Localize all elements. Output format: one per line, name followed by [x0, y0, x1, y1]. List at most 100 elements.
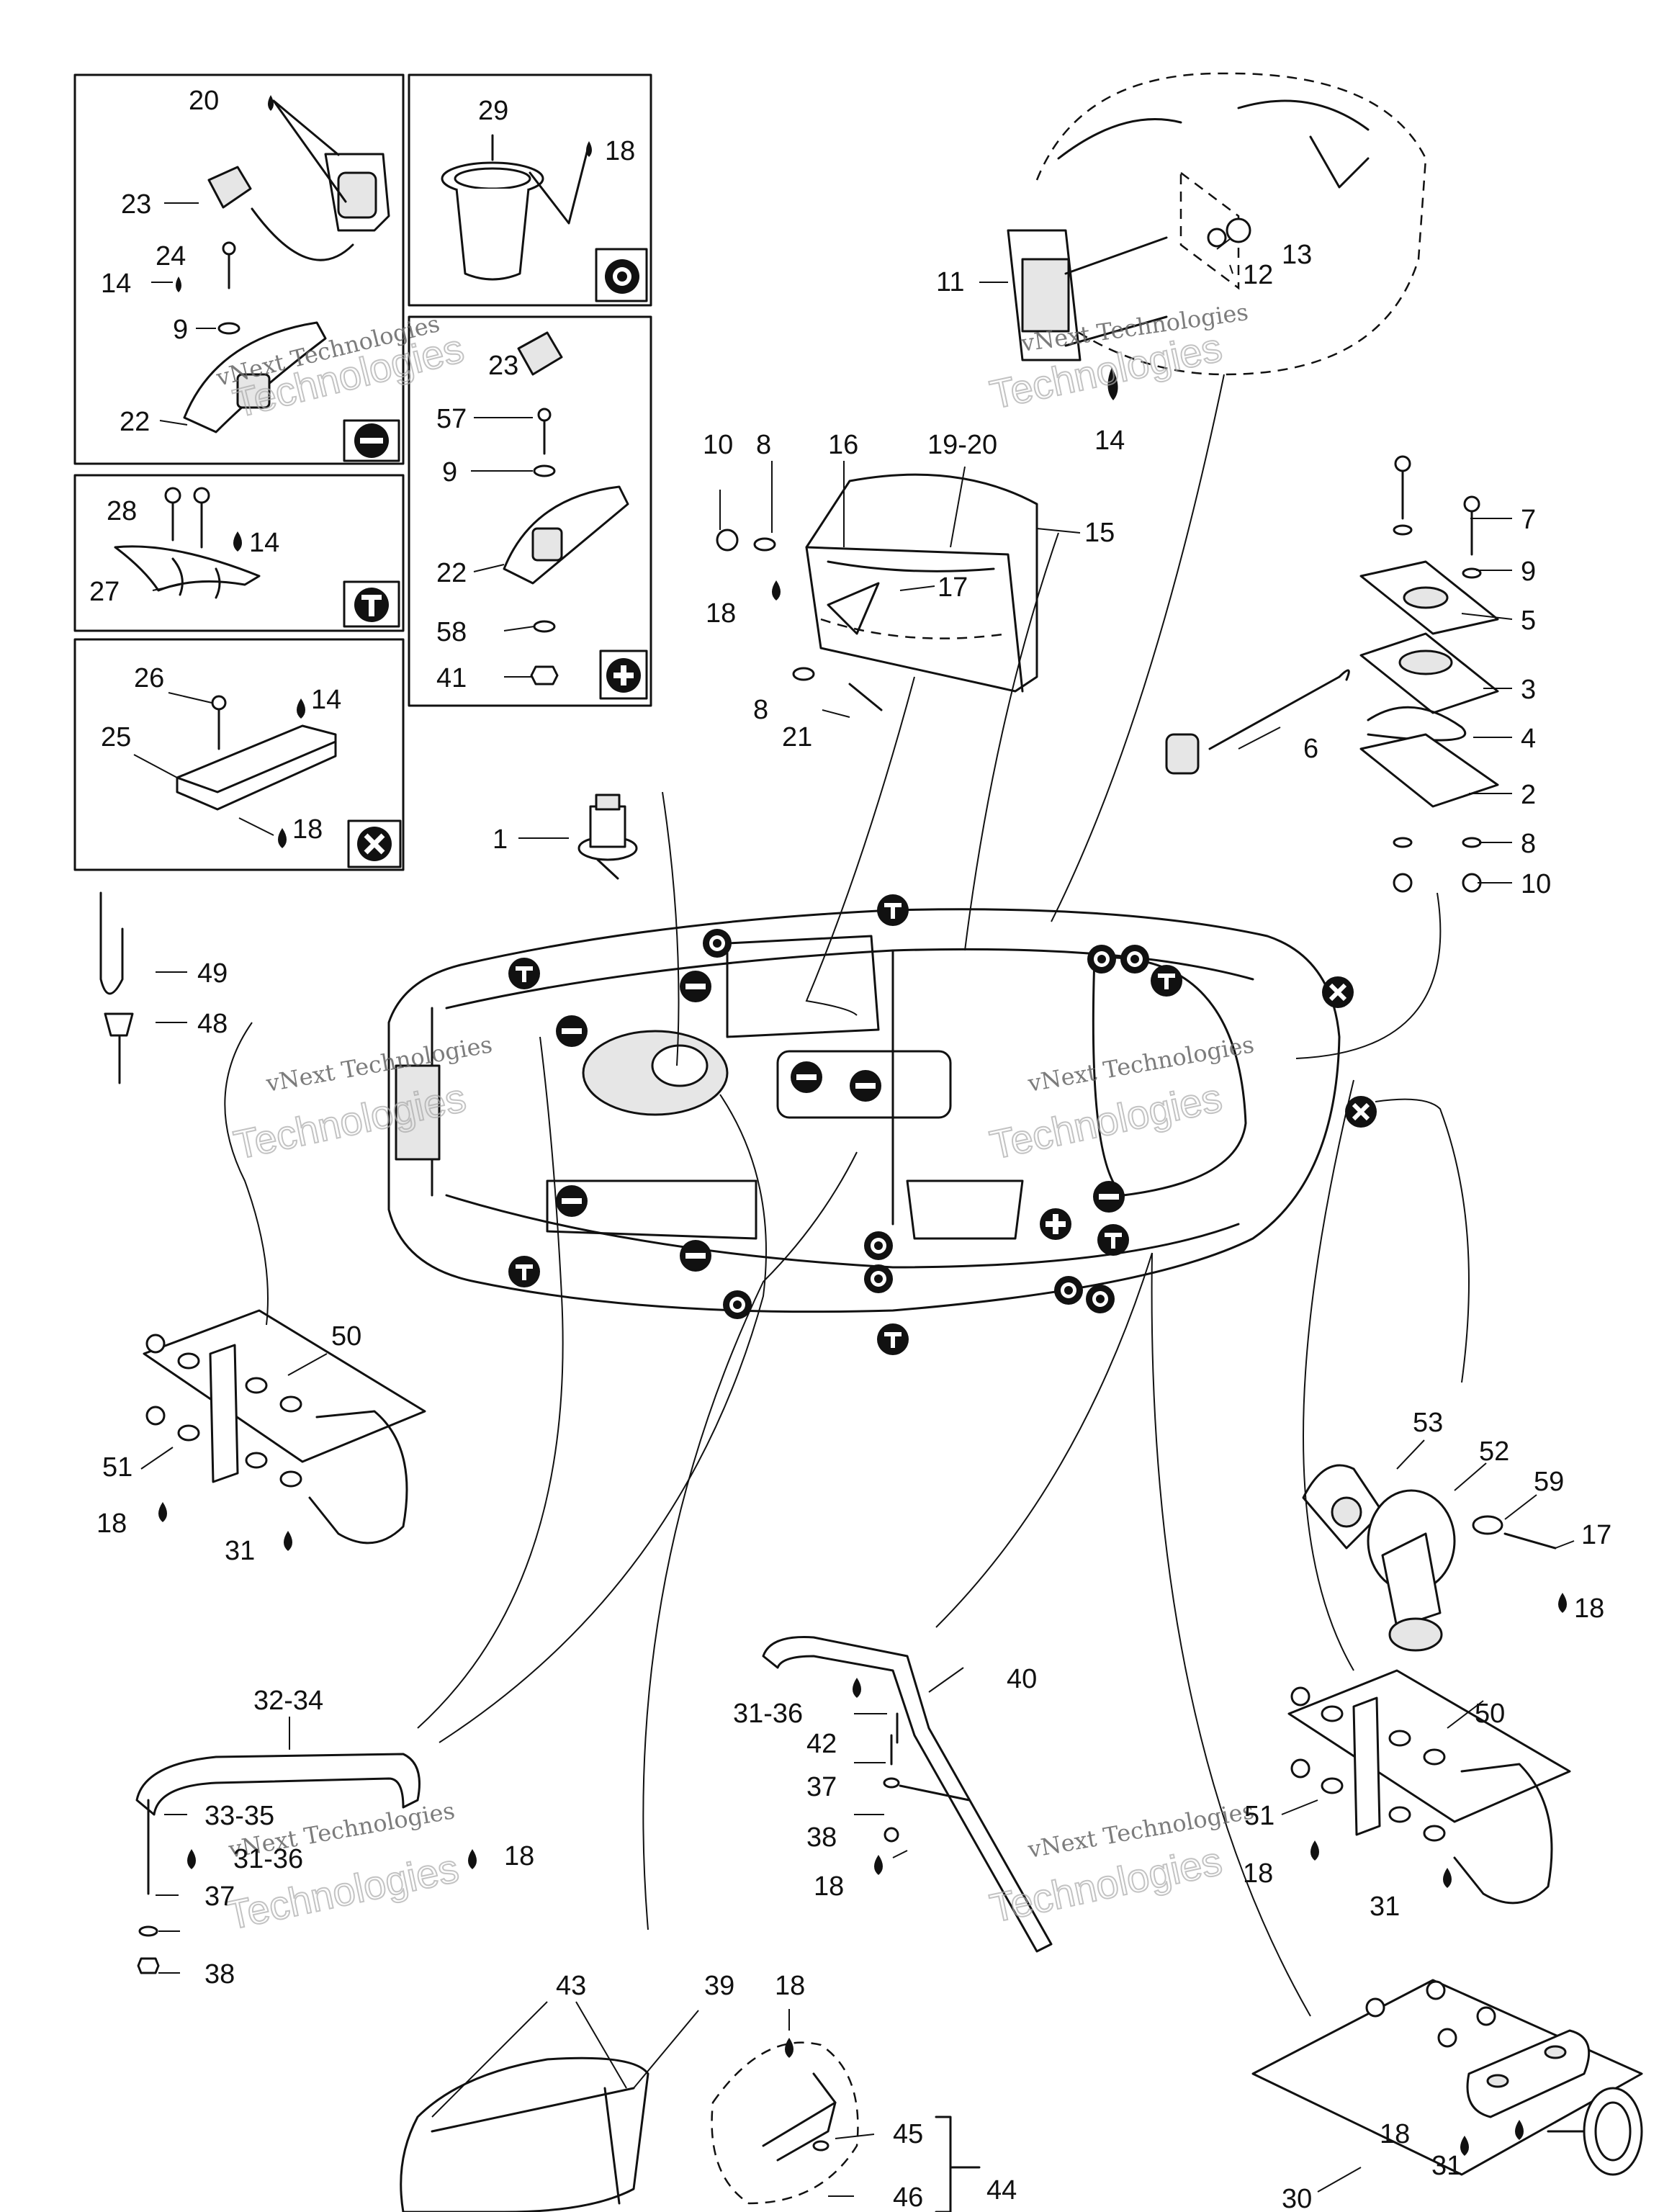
callout-15: 15 [1084, 518, 1115, 548]
target-icon [1120, 945, 1149, 974]
inset-panel-t [73, 474, 405, 632]
callout-10: 10 [703, 430, 733, 460]
callout-42: 42 [806, 1729, 837, 1759]
plus-icon [1040, 1208, 1071, 1240]
grab-handle-right [762, 1636, 1053, 1953]
callout-4: 4 [1521, 724, 1536, 754]
callout-29: 29 [478, 96, 508, 126]
callout-59: 59 [1534, 1467, 1564, 1497]
callout-37: 37 [806, 1772, 837, 1802]
callout-14: 14 [101, 269, 131, 299]
adhesive-drop-icon [874, 1855, 883, 1875]
adhesive-drop-icon [176, 276, 181, 292]
glovebox-assembly [716, 473, 1038, 711]
t-icon [508, 1256, 540, 1287]
inset-panel-minus [73, 73, 405, 465]
adhesive-drop-icon [187, 1849, 196, 1869]
inset-panel-x [73, 638, 405, 871]
minus-icon [556, 1015, 588, 1047]
adhesive-drop-icon [297, 698, 305, 719]
callout-58: 58 [436, 617, 467, 647]
callout-9: 9 [173, 315, 188, 345]
callout-48: 48 [197, 1009, 228, 1039]
adhesive-drop-icon [586, 141, 592, 157]
callout-9: 9 [1521, 557, 1536, 587]
svg-text:Technologies: Technologies [986, 1838, 1226, 1931]
callout-31: 31 [1431, 2151, 1462, 2181]
callout-24: 24 [156, 241, 186, 271]
callout-32-34: 32-34 [253, 1686, 323, 1716]
adhesive-drop-icon [268, 95, 274, 111]
callout-51: 51 [1244, 1801, 1274, 1831]
callout-1: 1 [493, 824, 508, 855]
callout-23: 23 [488, 351, 518, 381]
callout-44: 44 [986, 2175, 1017, 2206]
target-icon [595, 248, 648, 302]
callout-21: 21 [782, 722, 812, 752]
callout-labels: 20 23 24 14 9 22 29 18 23 57 9 22 58 41 … [89, 86, 1611, 2212]
callout-40: 40 [1007, 1664, 1037, 1694]
callout-17: 17 [938, 572, 968, 603]
callout-19-20: 19-20 [927, 430, 997, 460]
inset-panel-target [408, 73, 652, 307]
callout-28: 28 [107, 496, 137, 526]
t-icon [877, 894, 909, 926]
callout-20: 20 [189, 86, 219, 116]
callout-43: 43 [556, 1971, 586, 2001]
callout-18: 18 [292, 814, 323, 845]
callout-33-35: 33-35 [204, 1801, 274, 1831]
t-icon [877, 1323, 909, 1355]
callout-22: 22 [436, 558, 467, 588]
drain-fitting [1302, 1464, 1557, 1652]
callout-16: 16 [828, 430, 858, 460]
callout-38: 38 [204, 1959, 235, 1990]
callout-50: 50 [331, 1321, 361, 1352]
callout-18: 18 [1243, 1858, 1273, 1889]
tie-down-cleat [1251, 1979, 1643, 2176]
x-icon [1322, 976, 1354, 1008]
target-icon [1087, 945, 1116, 974]
callout-27: 27 [89, 577, 120, 607]
x-icon [347, 819, 402, 868]
callout-14: 14 [311, 685, 341, 715]
target-icon [1086, 1285, 1115, 1313]
grab-handle-left [135, 1753, 421, 1974]
callout-51: 51 [102, 1452, 132, 1483]
callout-18: 18 [504, 1841, 534, 1871]
minus-icon [1093, 1181, 1125, 1213]
adhesive-drop-icon [772, 580, 781, 601]
callout-31-36: 31-36 [233, 1844, 303, 1874]
callout-37: 37 [204, 1881, 235, 1912]
seat-assembly [400, 2041, 981, 2212]
callout-18: 18 [605, 136, 635, 166]
callout-13: 13 [1282, 240, 1312, 270]
callout-50: 50 [1475, 1699, 1505, 1729]
target-icon [864, 1231, 893, 1260]
callout-31: 31 [1370, 1892, 1400, 1922]
adhesive-drop-icon [1443, 1868, 1452, 1888]
callout-18: 18 [706, 598, 736, 629]
minus-icon [680, 971, 711, 1002]
minus-icon [556, 1185, 588, 1217]
t-icon [1097, 1224, 1129, 1256]
callout-9: 9 [442, 457, 457, 487]
callout-14: 14 [249, 528, 279, 558]
inset-panel-plus [408, 315, 652, 707]
callout-5: 5 [1521, 606, 1536, 636]
callout-17: 17 [1581, 1520, 1611, 1550]
minus-icon [343, 419, 400, 462]
callout-45: 45 [893, 2119, 923, 2149]
callout-31-36: 31-36 [733, 1699, 803, 1729]
callout-30: 30 [1282, 2184, 1312, 2212]
callout-8: 8 [756, 430, 771, 460]
callout-11: 11 [936, 267, 964, 297]
callout-38: 38 [806, 1822, 837, 1853]
callout-23: 23 [121, 189, 151, 220]
adhesive-drop-icon [158, 1502, 167, 1522]
callout-18: 18 [775, 1971, 805, 2001]
callout-18: 18 [96, 1509, 127, 1539]
t-icon [1151, 965, 1182, 997]
callout-46: 46 [893, 2182, 923, 2212]
target-icon [1054, 1276, 1083, 1305]
callout-39: 39 [704, 1971, 734, 2001]
